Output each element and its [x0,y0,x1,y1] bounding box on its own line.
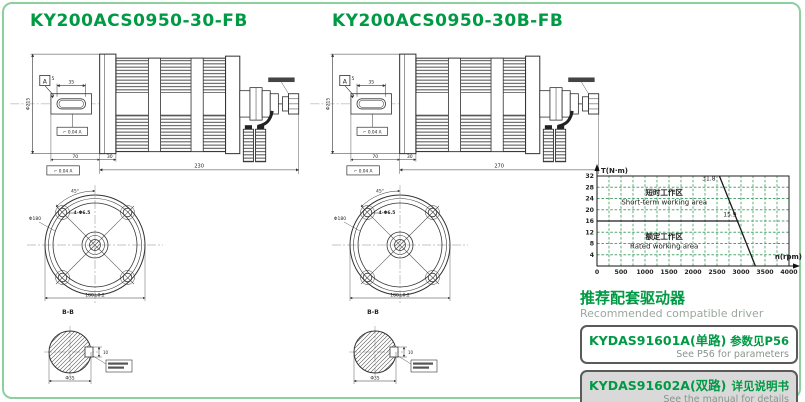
driver-note-zh: 详见说明书 [731,379,790,393]
dim-overall-length-a: 230 [194,164,204,170]
torque-speed-chart: 0 500 1000 1500 2000 2500 3000 3500 4000 4 8 12 16 20… [585,164,802,276]
area-label-zh: 额定工作区 [645,231,683,241]
x-axis-label: n(rpm) [775,253,802,261]
driver-item: KYDAS91602A(双路) 详见说明书 See the manual for… [580,370,798,402]
dim-overall-length-b: 270 [494,164,504,170]
motor-side-view-b: 270 [310,46,600,178]
svg-text:20: 20 [585,207,594,214]
area-label-zh: 短时工作区 [645,187,683,197]
svg-text:8: 8 [590,241,594,248]
svg-text:0: 0 [595,269,600,276]
driver-recommendation: 推荐配套驱动器 Recommended compatible driver KY… [580,289,800,402]
area-label-en: Short-term working area [621,199,707,207]
model-title-b: KY200ACS0950-30B-FB [332,11,564,31]
driver-note-en: See the manual for details [663,394,789,402]
driver-note-en: See P56 for parameters [676,349,789,360]
driver-item: KYDAS91601A(单路) 参数见P56 See P56 for param… [580,325,798,364]
svg-text:12: 12 [585,229,594,236]
shaft-section-view-b [343,303,453,395]
svg-text:24: 24 [585,196,594,203]
shaft-section-view-a [38,303,148,395]
driver-model: KYDAS91602A(双路) [589,378,727,393]
svg-text:28: 28 [585,184,594,191]
svg-text:4000: 4000 [780,269,798,276]
model-title-a: KY200ACS0950-30-FB [30,11,248,31]
area-label-en: Rated working area [630,243,698,251]
svg-text:2000: 2000 [684,269,702,276]
svg-text:500: 500 [615,269,629,276]
svg-text:4: 4 [590,252,595,259]
svg-text:1000: 1000 [636,269,654,276]
svg-text:16: 16 [585,218,594,225]
svg-text:32: 32 [585,173,594,180]
motor-front-view-a [25,183,165,305]
svg-text:1500: 1500 [660,269,678,276]
svg-text:3000: 3000 [732,269,750,276]
value-annotation: 31.8 [702,176,716,183]
driver-heading-zh: 推荐配套驱动器 [580,289,686,307]
motor-front-view-b [330,183,470,305]
driver-note-zh: 参数见P56 [730,334,789,348]
svg-text:2500: 2500 [708,269,726,276]
value-annotation: 15.9 [723,212,737,219]
driver-model: KYDAS91601A(单路) [589,333,727,348]
motor-side-view-a: 230 [10,46,300,178]
svg-text:3500: 3500 [756,269,774,276]
driver-heading-en: Recommended compatible driver [580,307,764,320]
y-axis-label: T(N·m) [601,167,628,175]
